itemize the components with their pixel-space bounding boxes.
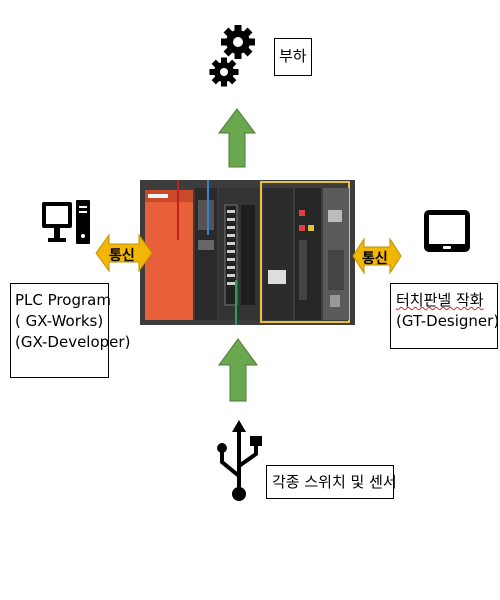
up-arrow-bottom	[218, 338, 258, 402]
usb-icon	[217, 420, 262, 501]
plc-program-line-1: PLC Program	[15, 291, 111, 309]
touch-panel-line-2: (GT-Designer)	[396, 312, 500, 330]
touch-panel-line-1: 터치판넬 작화	[396, 291, 484, 309]
load-label: 부하	[274, 38, 312, 76]
touch-panel-box: 터치판넬 작화 (GT-Designer)	[390, 283, 500, 349]
comm-label-left: 통신	[109, 248, 135, 264]
desktop-computer-icon	[42, 200, 90, 244]
plc-program-line-3: (GX-Developer)	[15, 333, 131, 351]
up-arrow-top	[218, 108, 256, 168]
plc-program-line-2: ( GX-Works)	[15, 312, 104, 330]
comm-arrow-left	[95, 233, 153, 273]
plc-rack-image	[140, 180, 355, 325]
sensors-label: 각종 스위치 및 센서	[266, 465, 397, 499]
gears-icon	[209, 25, 255, 87]
comm-label-right: 통신	[362, 251, 388, 267]
comm-arrow-right	[352, 237, 402, 275]
plc-program-box: PLC Program ( GX-Works) (GX-Developer)	[10, 283, 131, 378]
tablet-icon	[424, 210, 470, 252]
